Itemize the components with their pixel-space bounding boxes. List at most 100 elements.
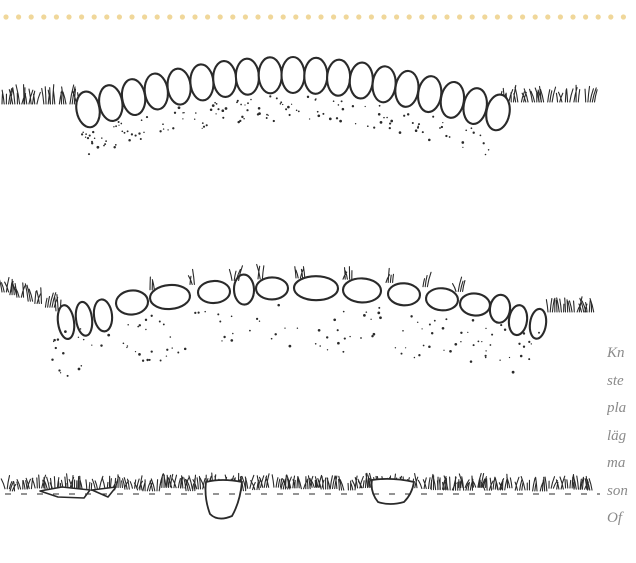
gravel-speck (182, 118, 183, 119)
border-dot (545, 14, 550, 19)
border-dot (583, 14, 588, 19)
gravel-speck (204, 311, 206, 313)
cobblestone (92, 298, 114, 332)
border-dot (205, 14, 210, 19)
gravel-speck (139, 324, 141, 326)
border-dot (407, 14, 412, 19)
cobblestone (197, 280, 230, 304)
gravel-speck (472, 319, 475, 322)
gravel-speck (225, 107, 228, 110)
grass-tuft (330, 476, 337, 489)
grass-tuft (0, 277, 12, 292)
gravel-speck (488, 149, 490, 151)
gravel-speck (115, 144, 117, 146)
gravel-speck (81, 365, 83, 367)
gravel-speck (184, 348, 187, 351)
border-dot (570, 14, 575, 19)
gravel-speck (131, 133, 133, 135)
gravel-speck (137, 326, 139, 328)
border-dot (596, 14, 601, 19)
border-dot (495, 14, 500, 19)
grass-tuft (150, 277, 154, 290)
gravel-speck (366, 311, 368, 313)
gravel-speck (296, 110, 298, 112)
grass-tuft (423, 272, 431, 286)
gravel-speck (244, 104, 245, 105)
gravel-speck (240, 104, 242, 106)
gravel-speck (538, 332, 540, 334)
gravel-speck (531, 343, 532, 344)
grass-tuft (521, 89, 528, 102)
gravel-speck (121, 130, 123, 132)
cobblestone (326, 59, 350, 96)
gravel-speck (336, 117, 338, 119)
border-dot (507, 14, 512, 19)
grass-tuft (585, 86, 597, 102)
gravel-speck (471, 127, 473, 129)
cobblestone (349, 62, 374, 99)
gravel-speck (78, 337, 79, 338)
gravel-speck (92, 131, 94, 133)
gravel-speck (223, 336, 225, 338)
gravel-speck (318, 329, 321, 332)
border-dot (41, 14, 46, 19)
gravel-speck (365, 106, 366, 107)
cobblestone (120, 78, 148, 117)
gravel-speck (166, 355, 167, 356)
gravel-speck (177, 352, 179, 354)
gravel-speck (166, 349, 168, 351)
border-dot (444, 14, 449, 19)
gravel-speck (352, 105, 354, 107)
gravel-speck (441, 126, 443, 128)
grass-tuft (32, 475, 45, 488)
gravel-speck (370, 319, 371, 320)
gravel-speck (183, 112, 184, 113)
grass-tuft (339, 476, 344, 490)
grass-tuft (556, 476, 564, 489)
gravel-speck (259, 321, 260, 322)
gravel-speck (198, 312, 200, 314)
gravel-speck (339, 120, 342, 123)
gravel-speck (528, 358, 530, 360)
border-dot (218, 14, 223, 19)
gravel-speck (287, 106, 290, 109)
gravel-speck (402, 330, 404, 332)
gravel-speck (454, 343, 457, 346)
cobblestone (97, 84, 125, 123)
border-dot (3, 14, 8, 19)
grass-tuft (50, 85, 55, 104)
gravel-speck (202, 128, 203, 129)
gravel-speck (414, 357, 416, 359)
gravel-speck (329, 118, 332, 121)
gravel-speck (151, 315, 153, 317)
grass-tuft (123, 478, 130, 489)
gravel-speck (146, 116, 148, 118)
sunken-stone (206, 480, 243, 519)
gravel-speck (422, 131, 424, 133)
gravel-speck (60, 372, 61, 373)
gravel-speck (80, 328, 82, 330)
gravel-speck (449, 350, 452, 353)
gravel-speck (403, 115, 405, 117)
grass-tuft (258, 476, 263, 488)
grass-tuft (188, 269, 194, 284)
gravel-speck (91, 344, 92, 345)
gravel-speck (445, 135, 447, 137)
gravel-speck (194, 118, 195, 119)
gravel-speck (528, 341, 530, 343)
gravel-speck (159, 320, 161, 322)
caption-line: Kn (607, 340, 636, 368)
cobblestone (425, 287, 459, 312)
border-dot (66, 14, 71, 19)
cobblestone (394, 70, 421, 108)
gravel-speck (123, 342, 125, 344)
gravel-speck (342, 108, 345, 111)
border-dot (104, 14, 109, 19)
gravel-speck (500, 324, 502, 326)
gravel-speck (140, 138, 142, 140)
gravel-speck (138, 353, 141, 356)
gravel-speck (135, 135, 137, 137)
gravel-speck (512, 371, 515, 374)
gravel-speck (277, 304, 280, 307)
gravel-speck (523, 346, 525, 348)
